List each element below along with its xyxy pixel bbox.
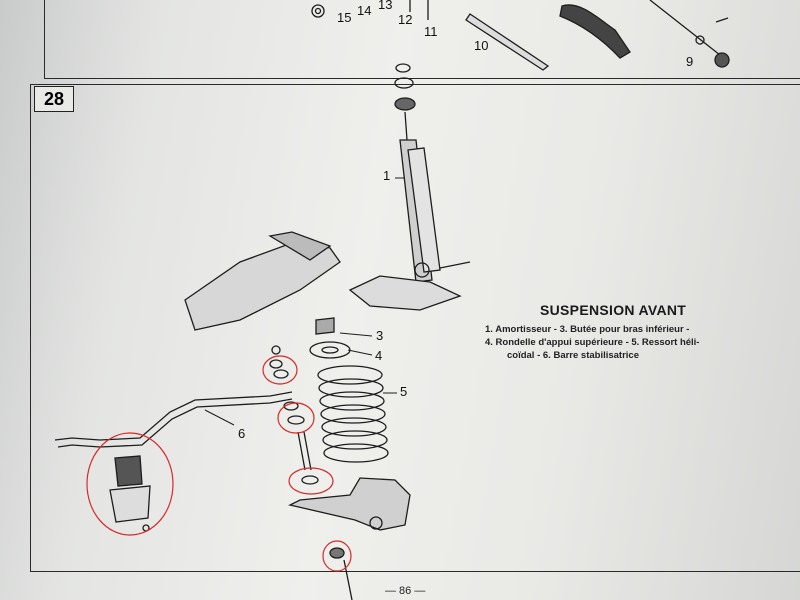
red-highlight-circles <box>86 355 352 572</box>
callout-5: 5 <box>400 384 408 399</box>
top-part-10-rod <box>465 13 550 71</box>
section-number: 28 <box>34 86 74 112</box>
legend-line: 1. Amortisseur - 3. Butée pour bras infé… <box>485 324 690 335</box>
callout-11: 11 <box>424 24 438 39</box>
coil-spring <box>317 365 389 463</box>
link-bolt <box>269 345 353 600</box>
upper-seat-washer <box>309 341 351 359</box>
upper-panel-frame <box>44 0 800 79</box>
top-part-15-washer <box>311 4 325 18</box>
callout-9: 9 <box>686 54 694 69</box>
callout-1: 1 <box>383 168 391 183</box>
callout-14: 14 <box>357 3 372 18</box>
caption-legend: 1. Amortisseur - 3. Butée pour bras infé… <box>485 323 765 362</box>
callout-6: 6 <box>238 426 246 441</box>
shock-absorber <box>394 63 441 283</box>
callout-13: 13 <box>378 0 393 12</box>
legend-line: 4. Rondelle d'appui supérieure - 5. Ress… <box>485 337 700 348</box>
top-part-boot <box>559 4 631 59</box>
callout-4: 4 <box>375 348 383 363</box>
callout-12: 12 <box>398 12 413 27</box>
bushing-bracket <box>109 455 151 532</box>
callout-10: 10 <box>474 38 489 53</box>
legend-line: coïdal - 6. Barre stabilisatrice <box>507 350 640 361</box>
bump-stop <box>315 317 335 335</box>
lower-arm-frame <box>184 231 471 331</box>
main-panel-frame <box>30 84 800 572</box>
callout-15: 15 <box>337 10 352 25</box>
stabilizer-bar <box>54 391 293 448</box>
page-number: — 86 — <box>385 585 426 597</box>
lower-control-arm <box>288 477 411 531</box>
caption-title: SUSPENSION AVANT <box>540 302 687 318</box>
callout-3: 3 <box>376 328 384 343</box>
top-part-9-tie-rod-end <box>649 0 730 68</box>
